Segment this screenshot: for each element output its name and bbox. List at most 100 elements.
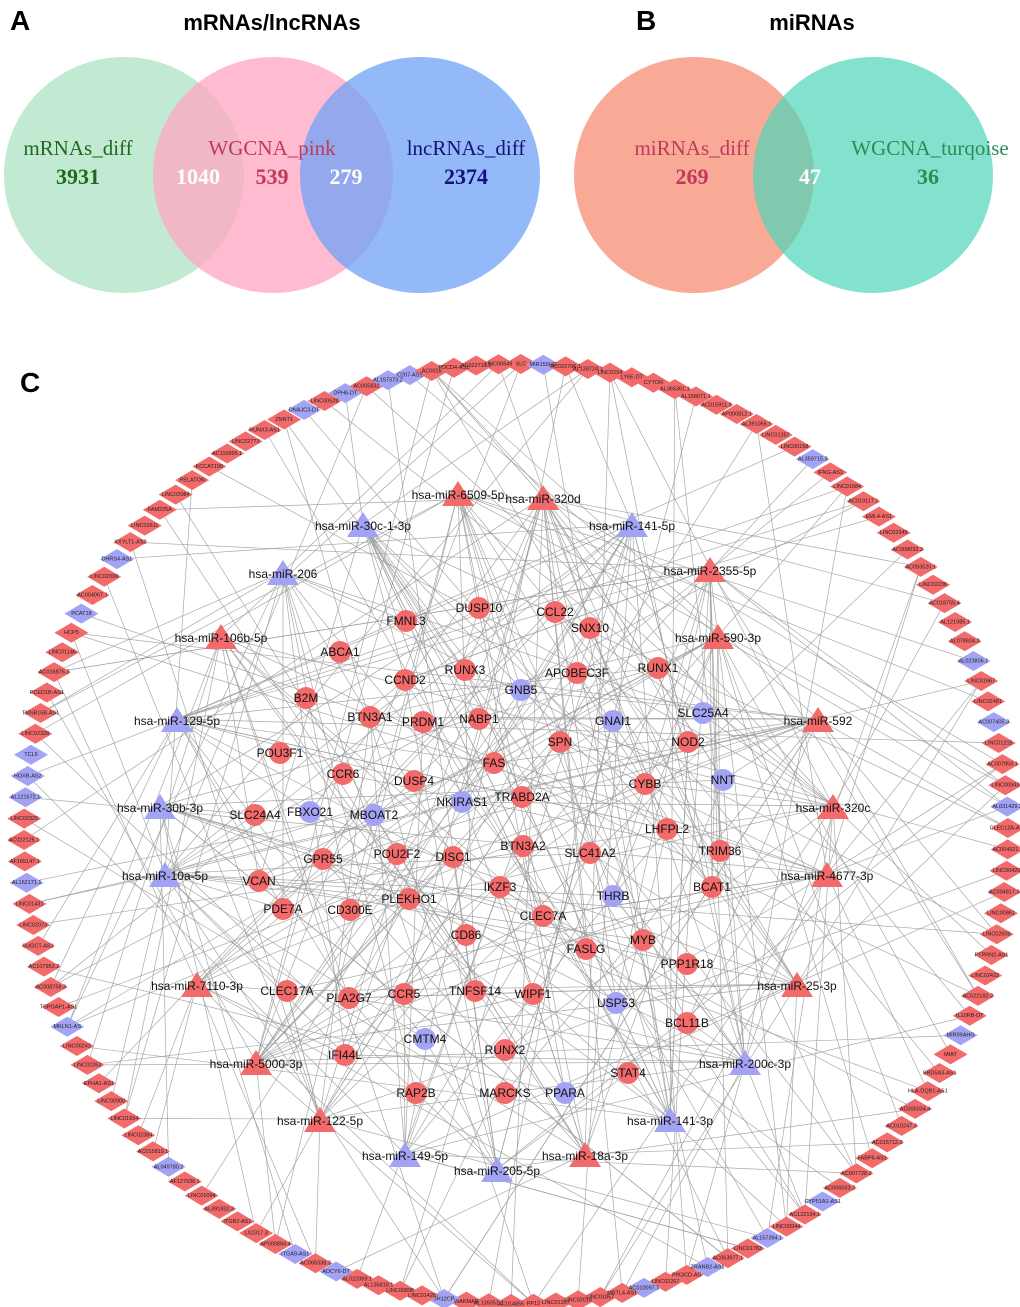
lncrna-node[interactable] bbox=[449, 1291, 484, 1307]
mrna-node[interactable] bbox=[455, 924, 477, 946]
mrna-node[interactable] bbox=[602, 710, 624, 732]
lncrna-node[interactable] bbox=[9, 872, 44, 893]
lncrna-node[interactable] bbox=[481, 354, 516, 375]
mrna-node[interactable] bbox=[454, 659, 476, 681]
lncrna-node[interactable] bbox=[989, 860, 1020, 881]
mrna-node[interactable] bbox=[494, 1039, 516, 1061]
lncrna-node[interactable] bbox=[678, 386, 713, 407]
lncrna-node[interactable] bbox=[956, 650, 991, 671]
lncrna-node[interactable] bbox=[210, 443, 245, 464]
lncrna-node[interactable] bbox=[29, 682, 64, 703]
mrna-node[interactable] bbox=[398, 888, 420, 910]
lncrna-node[interactable] bbox=[795, 449, 830, 470]
lncrna-node[interactable] bbox=[75, 584, 110, 605]
lncrna-node[interactable] bbox=[94, 1091, 129, 1112]
lncrna-node[interactable] bbox=[805, 1191, 840, 1212]
mrna-node[interactable] bbox=[512, 835, 534, 857]
mrna-node[interactable] bbox=[579, 842, 601, 864]
lncrna-node[interactable] bbox=[769, 1216, 804, 1237]
mrna-node[interactable] bbox=[676, 953, 698, 975]
lncrna-node[interactable] bbox=[54, 622, 89, 643]
lncrna-node[interactable] bbox=[898, 1098, 933, 1119]
lncrna-node[interactable] bbox=[750, 1227, 785, 1248]
mrna-node[interactable] bbox=[412, 711, 434, 733]
mrna-node[interactable] bbox=[709, 840, 731, 862]
lncrna-node[interactable] bbox=[846, 491, 881, 512]
lncrna-node[interactable] bbox=[175, 470, 210, 491]
mirna-node[interactable] bbox=[481, 1157, 513, 1182]
lncrna-node[interactable] bbox=[10, 765, 45, 786]
lncrna-node[interactable] bbox=[839, 1163, 874, 1184]
lncrna-node[interactable] bbox=[822, 1177, 857, 1198]
lncrna-node[interactable] bbox=[974, 945, 1009, 966]
mrna-node[interactable] bbox=[511, 786, 533, 808]
mirna-node[interactable] bbox=[205, 624, 237, 649]
mrna-node[interactable] bbox=[712, 769, 734, 791]
lncrna-node[interactable] bbox=[890, 539, 925, 560]
mrna-node[interactable] bbox=[554, 1082, 576, 1104]
lncrna-node[interactable] bbox=[903, 556, 938, 577]
lncrna-node[interactable] bbox=[787, 1204, 822, 1225]
lncrna-node[interactable] bbox=[739, 414, 774, 435]
lncrna-node[interactable] bbox=[830, 476, 865, 497]
lncrna-node[interactable] bbox=[813, 462, 848, 483]
lncrna-node[interactable] bbox=[21, 935, 56, 956]
mrna-node[interactable] bbox=[464, 980, 486, 1002]
mrna-node[interactable] bbox=[359, 706, 381, 728]
mrna-node[interactable] bbox=[468, 708, 490, 730]
lncrna-node[interactable] bbox=[947, 631, 982, 652]
lncrna-node[interactable] bbox=[964, 671, 999, 692]
lncrna-node[interactable] bbox=[777, 436, 812, 457]
mirna-node[interactable] bbox=[149, 862, 181, 887]
mrna-node[interactable] bbox=[272, 898, 294, 920]
mrna-node[interactable] bbox=[566, 662, 588, 684]
mrna-node[interactable] bbox=[414, 1028, 436, 1050]
mirna-node[interactable] bbox=[811, 862, 843, 887]
lncrna-node[interactable] bbox=[436, 357, 471, 378]
lncrna-node[interactable] bbox=[14, 744, 49, 765]
lncrna-node[interactable] bbox=[927, 593, 962, 614]
lncrna-node[interactable] bbox=[690, 1256, 725, 1277]
mirna-node[interactable] bbox=[817, 794, 849, 819]
lncrna-node[interactable] bbox=[990, 818, 1020, 839]
lncrna-node[interactable] bbox=[952, 1005, 987, 1026]
mrna-node[interactable] bbox=[393, 983, 415, 1005]
lncrna-node[interactable] bbox=[933, 1044, 968, 1065]
mrna-node[interactable] bbox=[386, 843, 408, 865]
lncrna-node[interactable] bbox=[471, 1293, 506, 1307]
mrna-node[interactable] bbox=[468, 597, 490, 619]
lncrna-node[interactable] bbox=[192, 456, 227, 477]
lncrna-node[interactable] bbox=[699, 394, 734, 415]
mrna-node[interactable] bbox=[692, 702, 714, 724]
lncrna-node[interactable] bbox=[981, 732, 1016, 753]
mrna-node[interactable] bbox=[312, 848, 334, 870]
lncrna-node[interactable] bbox=[23, 702, 58, 723]
mirna-node[interactable] bbox=[781, 972, 813, 997]
mrna-node[interactable] bbox=[295, 687, 317, 709]
lncrna-node[interactable] bbox=[45, 642, 80, 663]
lncrna-node[interactable] bbox=[287, 399, 322, 420]
lncrna-node[interactable] bbox=[758, 424, 793, 445]
lncrna-node[interactable] bbox=[943, 1025, 978, 1046]
lncrna-node[interactable] bbox=[861, 506, 896, 527]
mrna-node[interactable] bbox=[244, 804, 266, 826]
mrna-node[interactable] bbox=[544, 601, 566, 623]
lncrna-node[interactable] bbox=[985, 754, 1020, 775]
mrna-node[interactable] bbox=[339, 899, 361, 921]
lncrna-node[interactable] bbox=[968, 965, 1003, 986]
mrna-node[interactable] bbox=[489, 876, 511, 898]
mrna-node[interactable] bbox=[647, 657, 669, 679]
lncrna-node[interactable] bbox=[136, 1141, 171, 1162]
mrna-node[interactable] bbox=[394, 669, 416, 691]
lncrna-node[interactable] bbox=[307, 391, 342, 412]
lncrna-node[interactable] bbox=[267, 409, 302, 430]
lncrna-node[interactable] bbox=[167, 1171, 202, 1192]
mirna-node[interactable] bbox=[694, 557, 726, 582]
mirna-node[interactable] bbox=[802, 707, 834, 732]
mrna-node[interactable] bbox=[276, 980, 298, 1002]
lncrna-node[interactable] bbox=[710, 1248, 745, 1269]
mirna-node[interactable] bbox=[616, 512, 648, 537]
lncrna-node[interactable] bbox=[87, 566, 122, 587]
lncrna-node[interactable] bbox=[239, 1223, 274, 1244]
lncrna-node[interactable] bbox=[7, 851, 42, 872]
